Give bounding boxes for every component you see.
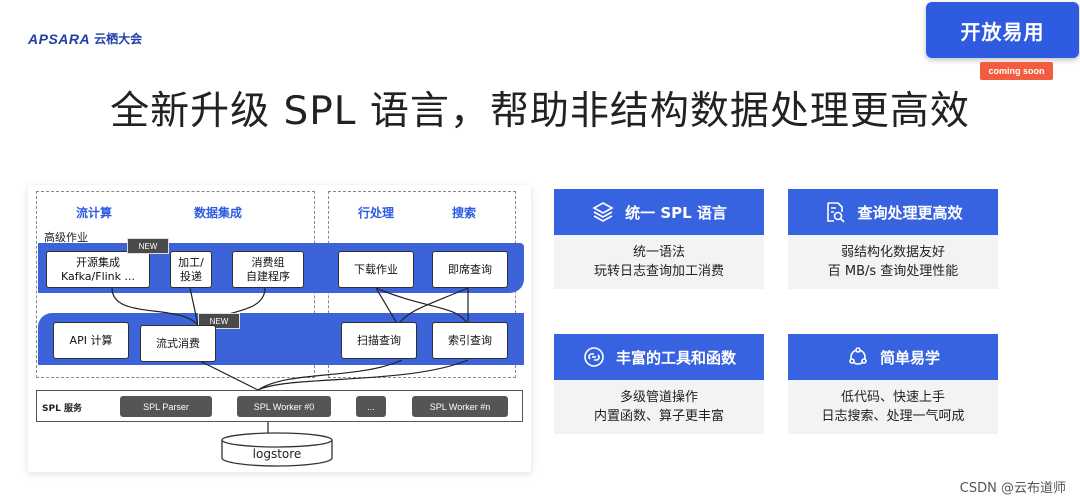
download-job-box: 下载作业 — [338, 251, 414, 288]
architecture-diagram: 流计算 数据集成 行处理 搜索 高级作业 开源集成 Kafka/Flink ..… — [28, 185, 531, 472]
brand-logo: APSARA 云栖大会 — [28, 30, 142, 47]
stream-consume-box: 流式消费 — [140, 325, 216, 362]
process-deliver-box: 加工/ 投递 — [170, 251, 212, 288]
index-query-box: 索引查询 — [432, 322, 508, 359]
card-header: 查询处理更高效 — [788, 189, 998, 235]
card-line-1: 多级管道操作 — [619, 389, 698, 405]
advanced-jobs-label: 高级作业 — [44, 231, 88, 244]
card-line-2: 日志搜索、处理一气呵成 — [821, 409, 965, 424]
card-body: 统一语法 玩转日志查询加工消费 — [554, 235, 764, 289]
search-doc-icon — [827, 202, 846, 223]
col-row-heading: 行处理 — [358, 206, 395, 220]
spl-worker-n-pill: SPL Worker #n — [412, 396, 508, 417]
card-header: 简单易学 — [788, 334, 998, 380]
feature-card-unified: 统一 SPL 语言 统一语法 玩转日志查询加工消费 — [554, 189, 764, 289]
consumer-group-box: 消费组 自建程序 — [232, 251, 304, 288]
api-compute-box: API 计算 — [53, 322, 129, 359]
layers-icon — [592, 202, 614, 222]
open-easy-badge: 开放易用 — [926, 2, 1079, 58]
card-title: 查询处理更高效 — [857, 203, 963, 222]
brand-mark: APSARA — [28, 30, 91, 47]
logstore-label: logstore — [252, 447, 302, 461]
spl-parser-pill: SPL Parser — [120, 396, 212, 417]
card-header: 统一 SPL 语言 — [554, 189, 764, 235]
connector-lines — [111, 287, 469, 437]
brand-name: 云栖大会 — [94, 32, 143, 46]
spl-service-label: SPL 服务 — [42, 404, 82, 414]
card-line-1: 低代码、快速上手 — [840, 389, 945, 405]
feature-card-efficient: 查询处理更高效 弱结构化数据友好 百 MB/s 查询处理性能 — [788, 189, 998, 289]
card-body: 多级管道操作 内置函数、算子更丰富 — [554, 380, 764, 434]
card-line-1: 弱结构化数据友好 — [840, 244, 945, 260]
coming-soon-tag: coming soon — [980, 62, 1053, 80]
card-body: 弱结构化数据友好 百 MB/s 查询处理性能 — [788, 235, 998, 289]
card-body: 低代码、快速上手 日志搜索、处理一气呵成 — [788, 380, 998, 434]
card-line-2: 玩转日志查询加工消费 — [593, 264, 724, 279]
spl-worker-ellipsis-pill: ... — [356, 396, 386, 417]
card-line-2: 内置函数、算子更丰富 — [593, 409, 724, 424]
network-icon — [849, 347, 867, 365]
card-line-2: 百 MB/s 查询处理性能 — [827, 264, 959, 279]
card-line-1: 统一语法 — [632, 244, 685, 260]
feature-card-simple: 简单易学 低代码、快速上手 日志搜索、处理一气呵成 — [788, 334, 998, 434]
adhoc-query-box: 即席查询 — [432, 251, 508, 288]
logstore-cylinder — [221, 432, 333, 467]
watermark-credit: CSDN @云布道师 — [959, 481, 1066, 496]
card-title: 丰富的工具和函数 — [615, 348, 736, 367]
link-icon — [584, 347, 604, 367]
feature-card-tools: 丰富的工具和函数 多级管道操作 内置函数、算子更丰富 — [554, 334, 764, 434]
spl-worker-0-pill: SPL Worker #0 — [237, 396, 331, 417]
card-title: 简单易学 — [879, 348, 940, 367]
new-tag-upper: NEW — [127, 238, 169, 254]
col-data-heading: 数据集成 — [194, 206, 243, 220]
card-title: 统一 SPL 语言 — [625, 203, 727, 222]
scan-query-box: 扫描查询 — [341, 322, 417, 359]
col-stream-heading: 流计算 — [76, 206, 113, 220]
col-search-heading: 搜索 — [452, 206, 477, 220]
opensource-integration-box: 开源集成 Kafka/Flink ... — [46, 251, 150, 288]
page-title: 全新升级 SPL 语言，帮助非结构数据处理更高效 — [110, 89, 970, 134]
card-header: 丰富的工具和函数 — [554, 334, 764, 380]
